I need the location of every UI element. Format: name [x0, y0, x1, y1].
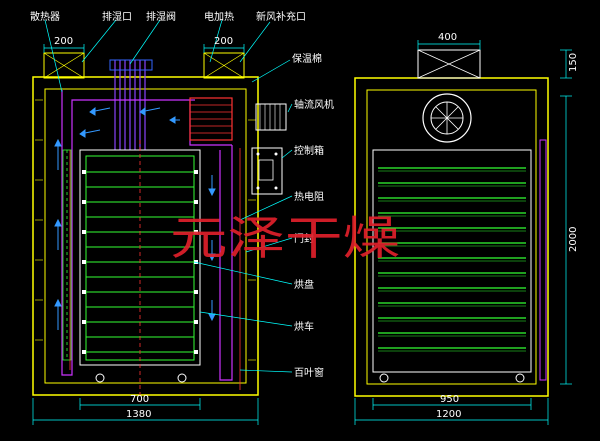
right-dimensions	[354, 40, 572, 425]
dim-left-top-b: 200	[214, 36, 233, 47]
axial-fan-motor	[255, 103, 287, 131]
left-view: 散热器 排湿口 排湿阀 电加热 新风补充口 保温棉 轴流风机 控制箱 热电阻 门…	[30, 10, 334, 425]
wheel	[515, 373, 525, 383]
right-fan	[422, 93, 472, 143]
label-control-box: 控制箱	[294, 144, 324, 157]
right-rail	[539, 139, 547, 381]
label-axial-fan: 轴流风机	[294, 98, 334, 111]
left-dimensions	[32, 44, 259, 425]
wheel	[95, 373, 105, 383]
label-thermo-resistor: 热电阻	[294, 190, 324, 203]
right-view: 400 150 2000 950 1200	[354, 32, 579, 425]
right-trays	[378, 167, 526, 349]
label-cart: 烘车	[294, 320, 314, 333]
label-tray: 烘盘	[294, 278, 314, 291]
right-inner-wall	[366, 89, 537, 385]
dim-right-top-height: 150	[568, 53, 579, 72]
airflow-arrows	[54, 106, 216, 330]
watermark: 元泽干燥	[170, 211, 400, 265]
dim-left-top-a: 200	[54, 36, 73, 47]
wheel	[379, 373, 389, 383]
tray-pins	[82, 170, 198, 354]
exhaust-port-box	[43, 52, 85, 79]
right-top-box	[417, 49, 481, 79]
wheel	[177, 373, 187, 383]
fresh-air-box	[203, 52, 245, 79]
dim-left-outer: 1380	[126, 409, 151, 420]
dim-right-top: 400	[438, 32, 457, 43]
dim-right-outer: 1200	[436, 409, 461, 420]
label-louver: 百叶窗	[294, 366, 324, 379]
dim-right-height: 2000	[568, 227, 579, 252]
label-door-seal: 门封	[294, 232, 314, 245]
label-fresh-air: 新风补充口	[256, 10, 306, 23]
dim-left-inner: 700	[130, 394, 149, 405]
wall-hatch	[35, 99, 256, 361]
leader-lines	[44, 19, 293, 373]
control-box	[251, 147, 283, 195]
air-duct	[61, 90, 233, 381]
label-exhaust-valve: 排湿阀	[146, 10, 176, 23]
label-insulation: 保温棉	[292, 52, 322, 65]
right-cart-frame	[372, 149, 532, 373]
radiator	[62, 149, 72, 361]
dim-right-inner: 950	[440, 394, 459, 405]
label-exhaust-port: 排湿口	[102, 10, 132, 23]
label-radiator: 散热器	[30, 10, 60, 23]
heater-element	[114, 60, 146, 150]
label-heater: 电加热	[204, 10, 234, 23]
